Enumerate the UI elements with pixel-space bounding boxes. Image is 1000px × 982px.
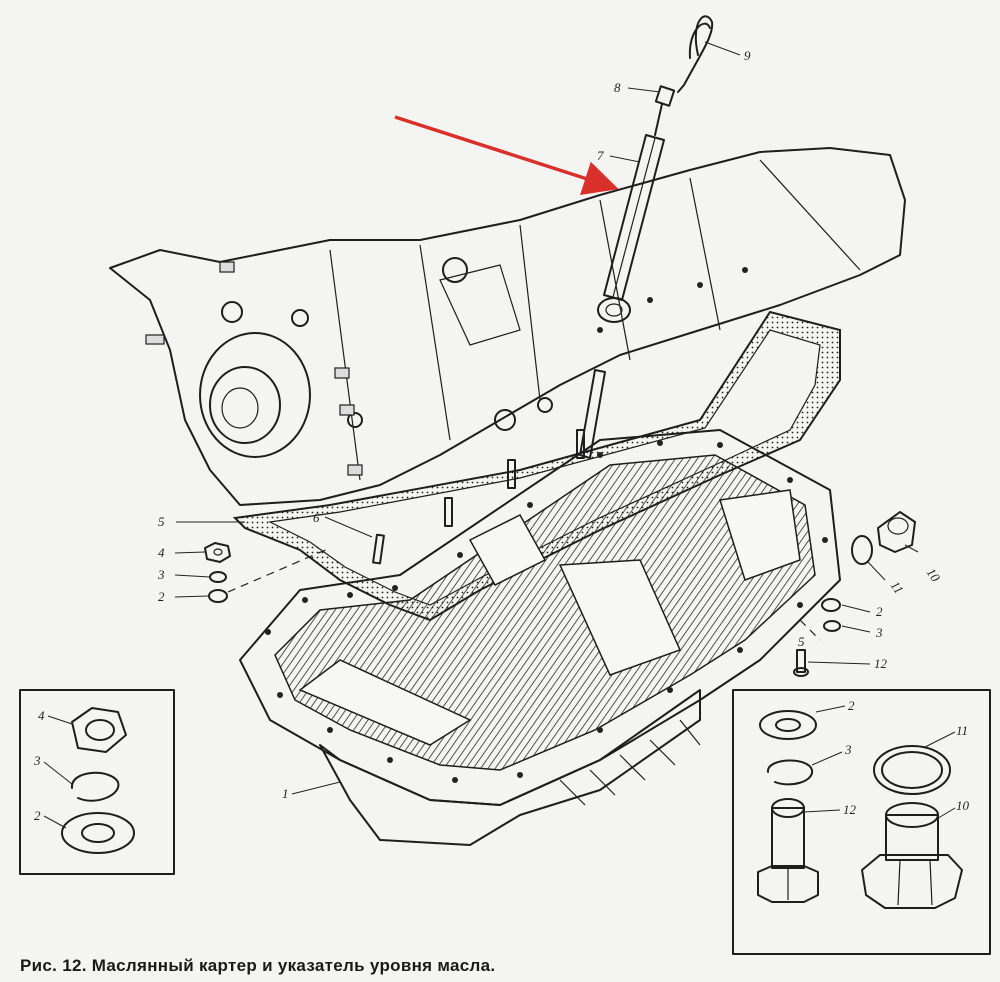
inset-right-callout-10: 10 [956, 798, 970, 813]
nut-main [204, 542, 231, 563]
flat-washer-right [821, 598, 841, 612]
callout-leaders [43, 41, 956, 829]
red-pointer-arrow [394, 115, 619, 196]
callout-3-right: 3 [875, 625, 883, 640]
spring-washer-right [823, 620, 841, 632]
transmission-housing [109, 147, 906, 506]
inset-right-callout-2: 2 [848, 698, 855, 713]
figure-caption: Рис. 12. Маслянный картер и указатель ур… [20, 956, 496, 975]
inset-left-callout-3: 3 [33, 753, 41, 768]
mounting-studs [372, 429, 585, 565]
drain-plug-main [877, 511, 916, 553]
inset-right-callout-12: 12 [843, 802, 857, 817]
callout-3: 3 [157, 567, 165, 582]
callout-12: 12 [874, 656, 888, 671]
dipstick-assembly [597, 15, 714, 323]
inset-left [19, 689, 175, 875]
callout-5-right: 5 [798, 634, 805, 649]
callout-labels: 9 8 7 6 5 4 3 2 1 10 11 2 3 5 12 4 3 2 2… [33, 48, 970, 823]
oil-pan [239, 429, 841, 846]
callout-5: 5 [158, 514, 165, 529]
inset-right [732, 689, 991, 955]
callout-6: 6 [313, 510, 320, 525]
bolt-right [793, 649, 809, 677]
spring-washer-main [209, 571, 227, 583]
callout-1: 1 [282, 786, 289, 801]
callout-4: 4 [158, 545, 165, 560]
callout-7: 7 [597, 148, 604, 163]
inset-right-callout-3: 3 [844, 742, 852, 757]
callout-2: 2 [158, 589, 165, 604]
inset-left-callout-4: 4 [38, 708, 45, 723]
drain-plug-gasket-main [851, 535, 873, 565]
inset-right-callout-11: 11 [956, 723, 968, 738]
callout-9: 9 [744, 48, 751, 63]
inset-left-callout-2: 2 [34, 808, 41, 823]
callout-11: 11 [888, 578, 907, 596]
callout-10: 10 [924, 565, 944, 585]
flat-washer-main [208, 589, 228, 603]
assembly-guide-lines [227, 547, 821, 641]
callout-8: 8 [614, 80, 621, 95]
callout-2-right: 2 [876, 604, 883, 619]
